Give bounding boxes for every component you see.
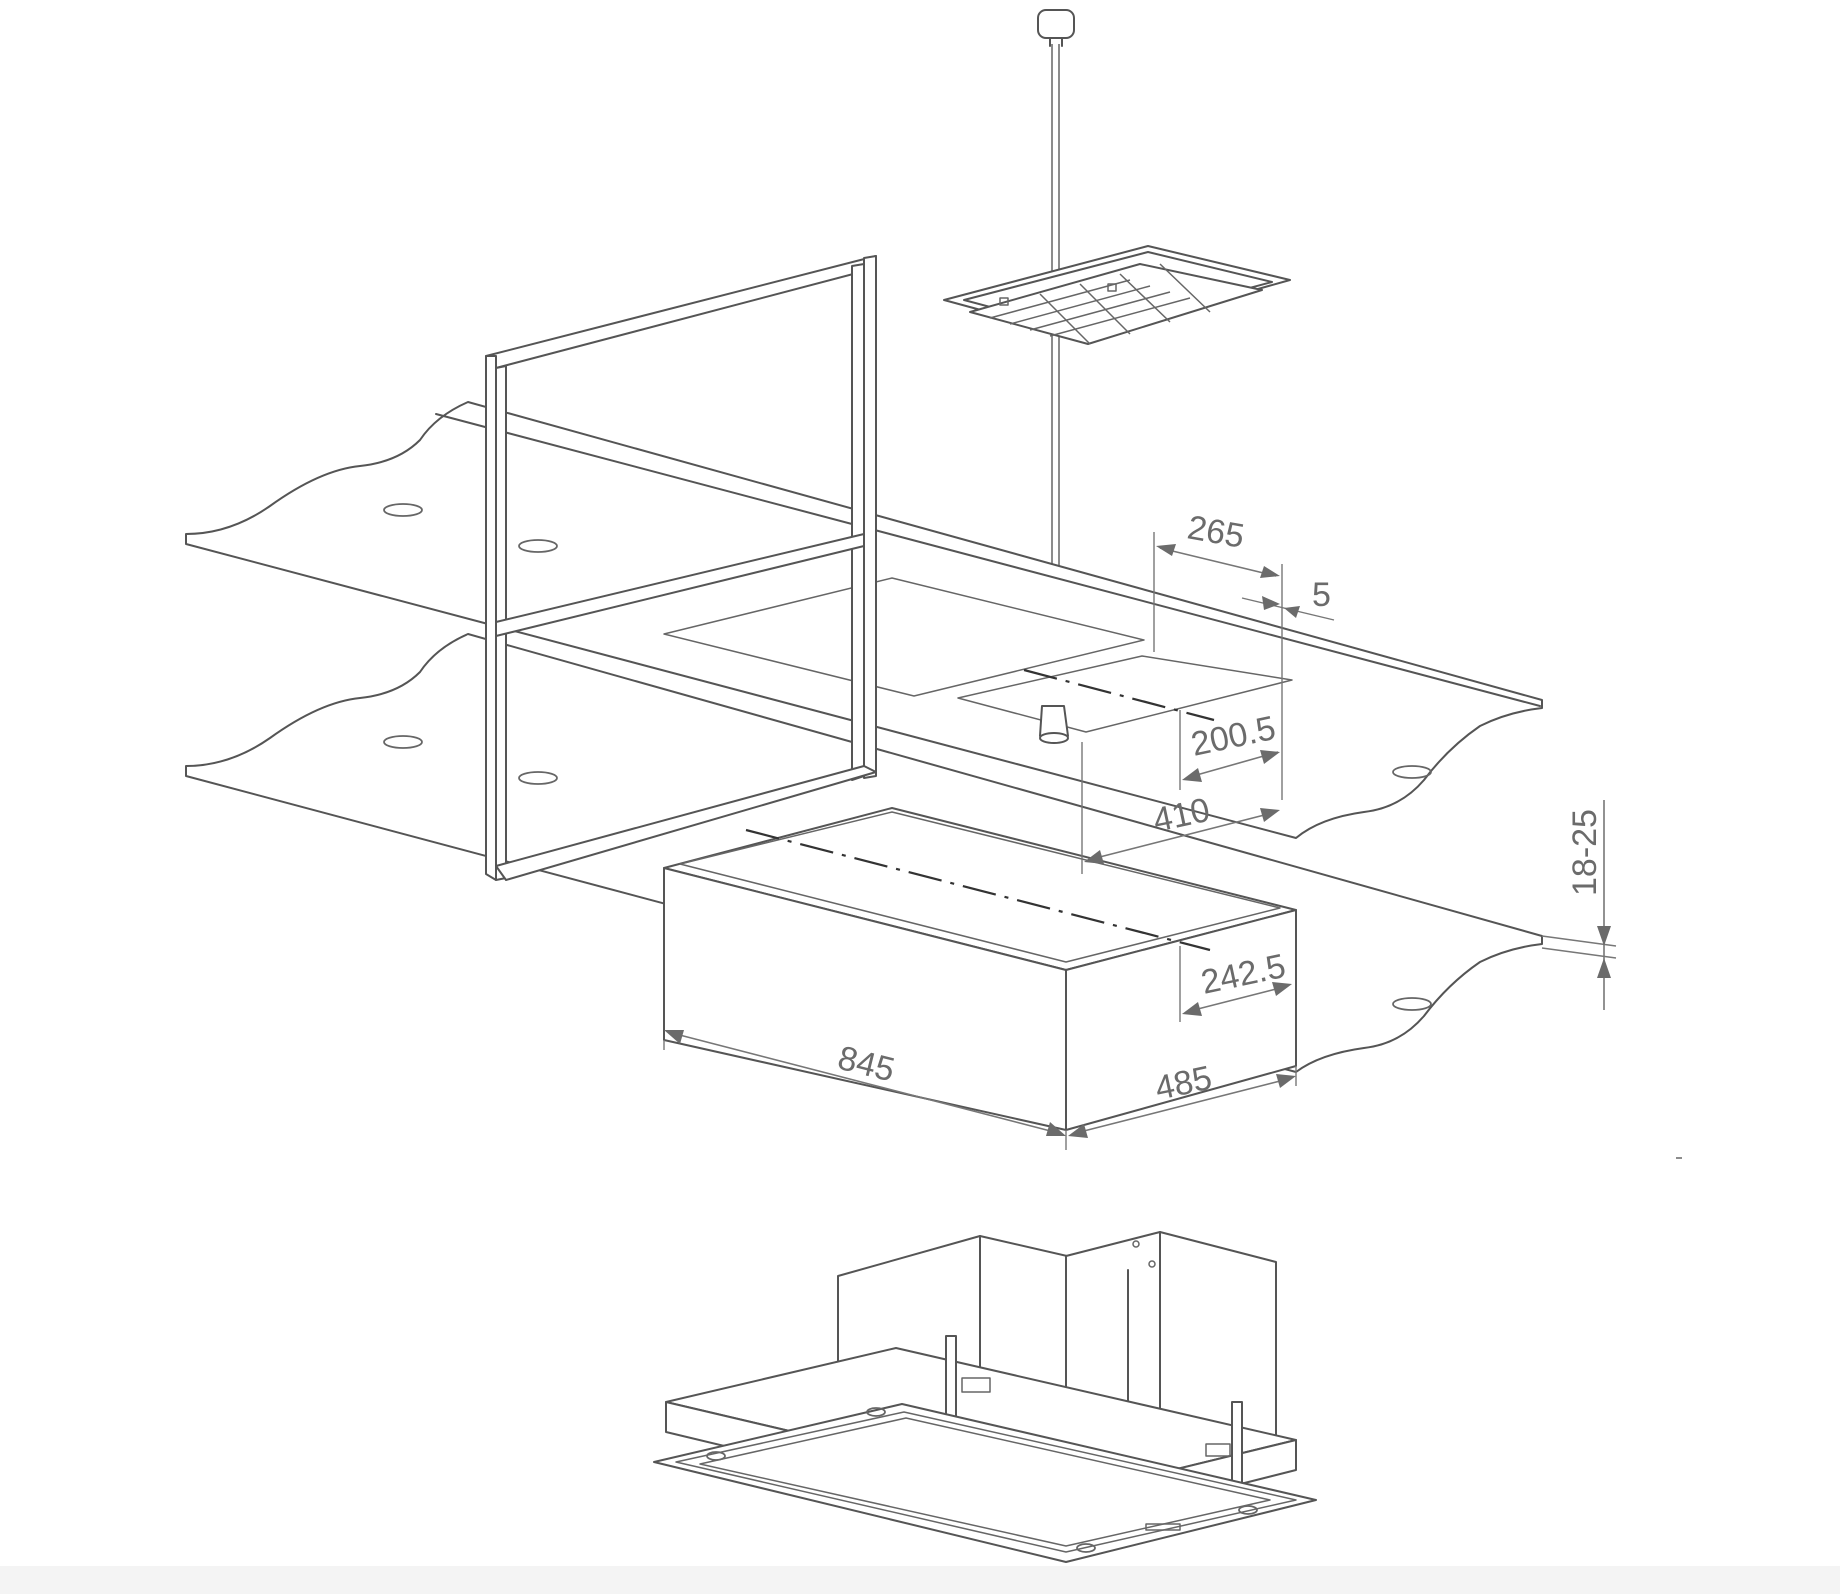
hood-cutout-box <box>663 807 1297 1131</box>
svg-text:18-25: 18-25 <box>1566 809 1604 896</box>
lamp-fitting <box>1039 705 1069 744</box>
support-frame <box>485 255 877 881</box>
centerline-lower <box>745 828 1211 952</box>
mounting-bracket <box>943 245 1291 345</box>
dimension-200-5: 200.5 <box>1179 709 1280 790</box>
centerline-upper <box>1023 668 1215 722</box>
cooker-hood-unit <box>653 1231 1317 1563</box>
svg-text:5: 5 <box>1312 576 1331 614</box>
svg-text:265: 265 <box>1185 508 1247 555</box>
dimension-18-25: 18-25 <box>1541 800 1617 1010</box>
ceiling-hook <box>1037 9 1075 47</box>
page-footer-band <box>0 1566 1840 1594</box>
dimension-265: 265 <box>1153 508 1283 800</box>
dimension-5: 5 <box>1241 576 1335 621</box>
